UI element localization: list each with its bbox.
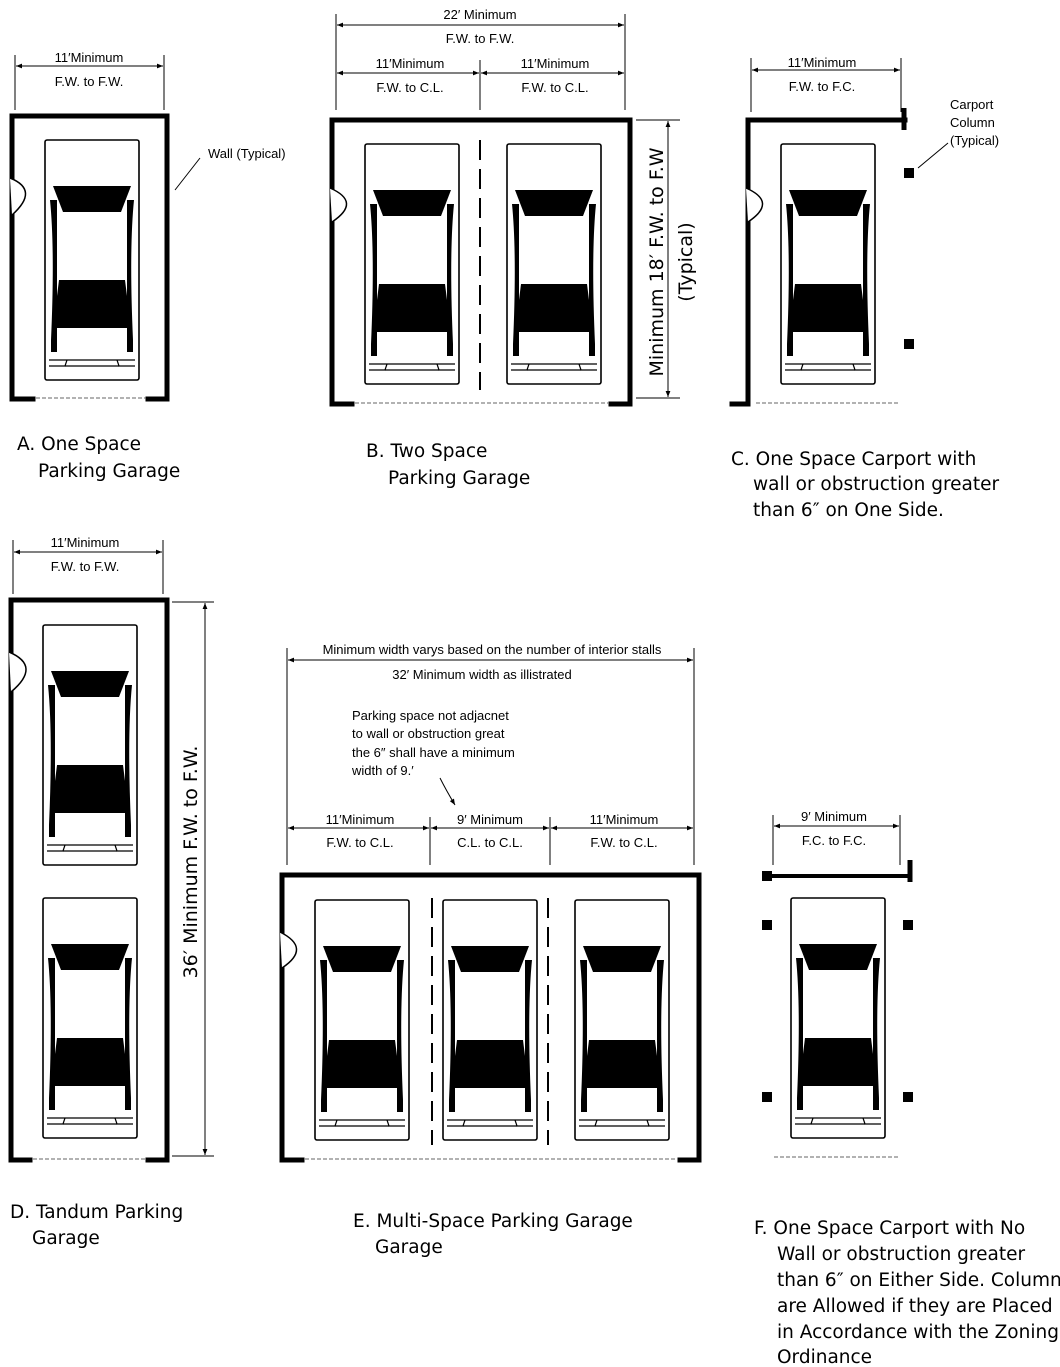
dim-b-right-bottom: F.W. to C.L. xyxy=(521,80,588,95)
caption-f-line1: F. One Space Carport with No xyxy=(754,1218,1025,1239)
caption-f-line3: than 6″ on Either Side. Columns xyxy=(777,1270,1060,1291)
dimension-c-width: 11′Minimum F.W. to F.C. xyxy=(750,55,902,112)
diagram-f-carport-no-wall: 9′ Minimum F.C. to F.C. F. One Space Car… xyxy=(754,809,1060,1367)
carport-column-icon xyxy=(903,920,913,930)
caption-d-line2: Garage xyxy=(32,1228,100,1249)
garage-a-walls xyxy=(9,113,170,402)
garage-b-walls xyxy=(329,117,633,407)
door-swing-icon xyxy=(745,187,764,223)
dim-b-vertical-line2: (Typical) xyxy=(675,222,697,301)
car-top-view-icon xyxy=(574,899,670,1141)
caption-a-line2: Parking Garage xyxy=(38,461,180,482)
car-top-view-icon xyxy=(364,143,460,385)
dim-e-left-top: 11′Minimum xyxy=(326,812,395,827)
dim-c-bottom: F.W. to F.C. xyxy=(789,79,855,94)
dim-d-bottom: F.W. to F.W. xyxy=(51,559,120,574)
car-top-view-icon xyxy=(42,897,138,1139)
garage-d-walls xyxy=(8,597,170,1163)
door-swing-icon xyxy=(8,651,27,693)
column-note-line3: (Typical) xyxy=(950,133,999,148)
note-e-line2: to wall or obstruction great xyxy=(352,726,505,741)
dim-d-vertical: 36′ Minimum F.W. to F.W. xyxy=(180,746,202,979)
carport-c-wall xyxy=(745,117,908,407)
dimension-d-depth: 36′ Minimum F.W. to F.W. xyxy=(172,601,214,1157)
dimension-e-overall: Minimum width varys based on the number … xyxy=(286,642,695,865)
dim-b-right-top: 11′Minimum xyxy=(521,56,590,71)
dim-e-right-top: 11′Minimum xyxy=(590,812,659,827)
caption-f-line4: are Allowed if they are Placed xyxy=(777,1296,1053,1317)
dimension-b-overall: 22′ Minimum F.W. to F.W. xyxy=(335,7,626,110)
column-note-line2: Column xyxy=(950,115,995,130)
caption-a-line1: A. One Space xyxy=(17,434,141,455)
dim-e-right-bottom: F.W. to C.L. xyxy=(590,835,657,850)
column-note-leader xyxy=(917,142,949,169)
wall-note-leader xyxy=(174,157,201,191)
dim-a-top: 11′Minimum xyxy=(55,50,124,65)
dim-c-top: 11′Minimum xyxy=(788,55,857,70)
caption-d-line1: D. Tandum Parking xyxy=(10,1202,183,1223)
carport-column-icon xyxy=(904,168,914,178)
dim-b-left-top: 11′Minimum xyxy=(376,56,445,71)
dim-f-top: 9′ Minimum xyxy=(801,809,867,824)
caption-e-line1: E. Multi-Space Parking Garage xyxy=(353,1211,633,1232)
column-note-line1: Carport xyxy=(950,97,994,112)
dim-e-mid-bottom: C.L. to C.L. xyxy=(457,835,523,850)
car-top-view-icon xyxy=(314,899,410,1141)
door-swing-icon xyxy=(9,177,27,216)
dim-e-mid-top: 9′ Minimum xyxy=(457,812,523,827)
carport-column-icon xyxy=(904,339,914,349)
dim-f-bottom: F.C. to F.C. xyxy=(802,833,866,848)
dim-e-left-bottom: F.W. to C.L. xyxy=(326,835,393,850)
diagram-c-one-space-carport: 11′Minimum F.W. to F.C. Carport Column (… xyxy=(729,55,1000,521)
diagram-b-two-space-garage: 22′ Minimum F.W. to F.W. 11′Minimum F.W.… xyxy=(329,7,697,489)
carport-column-icon xyxy=(762,1092,772,1102)
garage-e-walls xyxy=(279,872,702,1163)
dim-b-vertical-line1: Minimum 18′ F.W. to F.W xyxy=(646,147,668,376)
diagram-e-multi-space-garage: Minimum width varys based on the number … xyxy=(279,642,702,1258)
caption-f-line2: Wall or obstruction greater xyxy=(777,1244,1025,1265)
dim-b-overall-top: 22′ Minimum xyxy=(443,7,516,22)
note-e-line1: Parking space not adjacnet xyxy=(352,708,509,723)
carport-column-icon xyxy=(903,1092,913,1102)
interior-stall-note: Parking space not adjacnet to wall or ob… xyxy=(351,708,515,806)
dim-d-top: 11′Minimum xyxy=(51,535,120,550)
wall-note: Wall (Typical) xyxy=(208,146,286,161)
caption-f-line6: Ordinance xyxy=(777,1347,872,1367)
dimension-f-width: 9′ Minimum F.C. to F.C. xyxy=(772,809,901,865)
caption-b-line1: B. Two Space xyxy=(366,441,487,462)
diagram-a-one-space-garage: 11′Minimum F.W. to F.W. Wall (Typical) A… xyxy=(9,50,286,482)
dim-a-bottom: F.W. to F.W. xyxy=(55,74,124,89)
caption-e-line2: Garage xyxy=(375,1237,443,1258)
dimension-b-split: 11′Minimum F.W. to C.L. 11′Minimum F.W. … xyxy=(337,56,624,110)
dimension-b-depth: Minimum 18′ F.W. to F.W (Typical) xyxy=(636,119,697,399)
car-top-view-icon xyxy=(506,143,602,385)
car-top-view-icon xyxy=(442,899,538,1141)
diagram-d-tandem-garage: 11′Minimum F.W. to F.W. 36′ Minimum F.W.… xyxy=(8,535,214,1249)
car-top-view-icon xyxy=(780,143,876,385)
car-top-view-icon xyxy=(44,139,140,381)
dim-e-overall-bottom: 32′ Minimum width as illistrated xyxy=(392,667,571,682)
caption-b-line2: Parking Garage xyxy=(388,468,530,489)
dim-e-overall-top: Minimum width varys based on the number … xyxy=(323,642,662,657)
dim-b-overall-bottom: F.W. to F.W. xyxy=(446,31,515,46)
note-e-line4: width of 9.′ xyxy=(351,763,414,778)
dimension-d-width: 11′Minimum F.W. to F.W. xyxy=(12,535,164,594)
car-top-view-icon xyxy=(42,624,138,866)
door-swing-icon xyxy=(329,187,348,223)
dimension-a-width: 11′Minimum F.W. to F.W. xyxy=(14,50,165,110)
note-e-line3: the 6″ shall have a minimum xyxy=(352,745,515,760)
caption-c-line2: wall or obstruction greater xyxy=(753,474,1000,495)
caption-c-line1: C. One Space Carport with xyxy=(731,449,976,470)
carport-column-icon xyxy=(762,871,772,881)
car-top-view-icon xyxy=(790,897,886,1139)
caption-f-line5: in Accordance with the Zoning xyxy=(777,1322,1059,1343)
dim-b-left-bottom: F.W. to C.L. xyxy=(376,80,443,95)
caption-c-line3: than 6″ on One Side. xyxy=(753,500,944,521)
door-swing-icon xyxy=(279,931,298,969)
carport-column-icon xyxy=(762,920,772,930)
dimension-e-split: 11′Minimum F.W. to C.L. 9′ Minimum C.L. … xyxy=(288,812,693,865)
